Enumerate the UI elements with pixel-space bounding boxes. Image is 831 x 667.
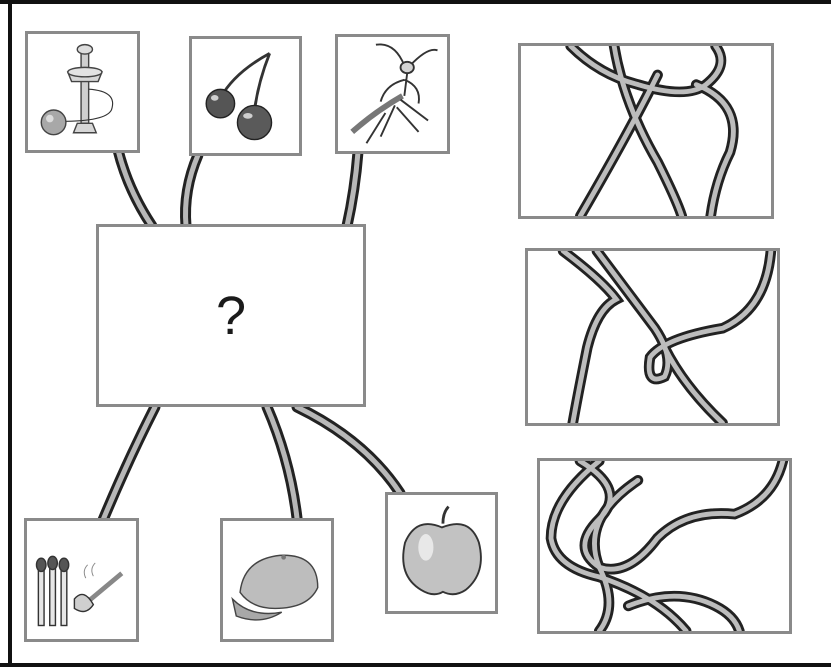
tangled-ropes-option-3 (545, 461, 789, 631)
tangled-ropes-option-2 (557, 251, 777, 423)
question-mark: ? (215, 285, 247, 346)
answer-option-3[interactable] (537, 458, 792, 634)
tangled-ropes-option-1 (565, 46, 739, 216)
answer-option-2[interactable] (525, 248, 780, 426)
cherries-icon (205, 52, 273, 141)
cherries-card[interactable] (189, 36, 302, 156)
kendama-icon (40, 43, 114, 136)
matches-card[interactable] (24, 518, 139, 642)
flat-cap-icon (231, 554, 319, 621)
question-box: ? (96, 224, 366, 407)
mantis-card[interactable] (335, 34, 450, 154)
praying-mantis-icon (350, 43, 438, 144)
matches-icon (35, 555, 124, 627)
cap-card[interactable] (220, 518, 334, 642)
answer-option-1[interactable] (518, 43, 774, 219)
kendama-card[interactable] (25, 31, 140, 153)
apple-card[interactable] (385, 492, 498, 614)
apple-icon (402, 505, 482, 596)
